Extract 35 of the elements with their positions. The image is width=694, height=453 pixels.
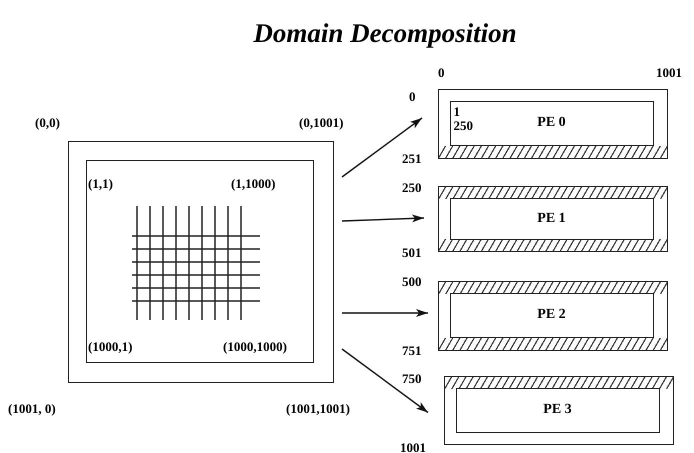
partition-label: PE 2	[537, 307, 566, 323]
partition-box	[444, 376, 674, 445]
coordinate-label: (1,1)	[88, 177, 113, 190]
index-label: 0	[409, 90, 416, 103]
interior-domain-box	[86, 160, 314, 363]
coordinate-label: (1,1000)	[231, 177, 276, 190]
index-label: 250	[454, 118, 473, 132]
coordinate-label: (0,0)	[35, 116, 60, 129]
index-label: 1	[454, 104, 460, 118]
partition-label: PE 1	[537, 210, 566, 226]
index-label: 0	[438, 66, 444, 79]
index-label: 750	[402, 372, 422, 385]
partition-label: PE 3	[543, 402, 572, 418]
index-label: 250	[402, 181, 422, 194]
partition-box	[438, 186, 668, 252]
coordinate-label: (1000,1000)	[223, 340, 287, 353]
arrow	[342, 117, 422, 178]
index-label: 1001	[400, 441, 426, 453]
index-label: 251	[402, 152, 422, 165]
index-label: 751	[402, 344, 422, 357]
index-label: 500	[402, 275, 422, 288]
arrow	[342, 348, 428, 414]
index-label: 501	[402, 246, 422, 259]
coordinate-label: (1001,1001)	[286, 402, 350, 415]
partition-box	[438, 89, 668, 159]
coordinate-label: (0,1001)	[299, 116, 344, 129]
diagram-title: Domain Decomposition	[252, 18, 518, 49]
arrow	[342, 214, 424, 222]
coordinate-label: (1000,1)	[88, 340, 132, 353]
index-label: 1001	[656, 66, 682, 79]
arrow	[342, 309, 428, 317]
partition-box	[438, 281, 668, 351]
coordinate-label: (1001, 0)	[8, 402, 56, 415]
partition-label: PE 0	[537, 115, 566, 131]
global-domain-box	[68, 141, 334, 383]
